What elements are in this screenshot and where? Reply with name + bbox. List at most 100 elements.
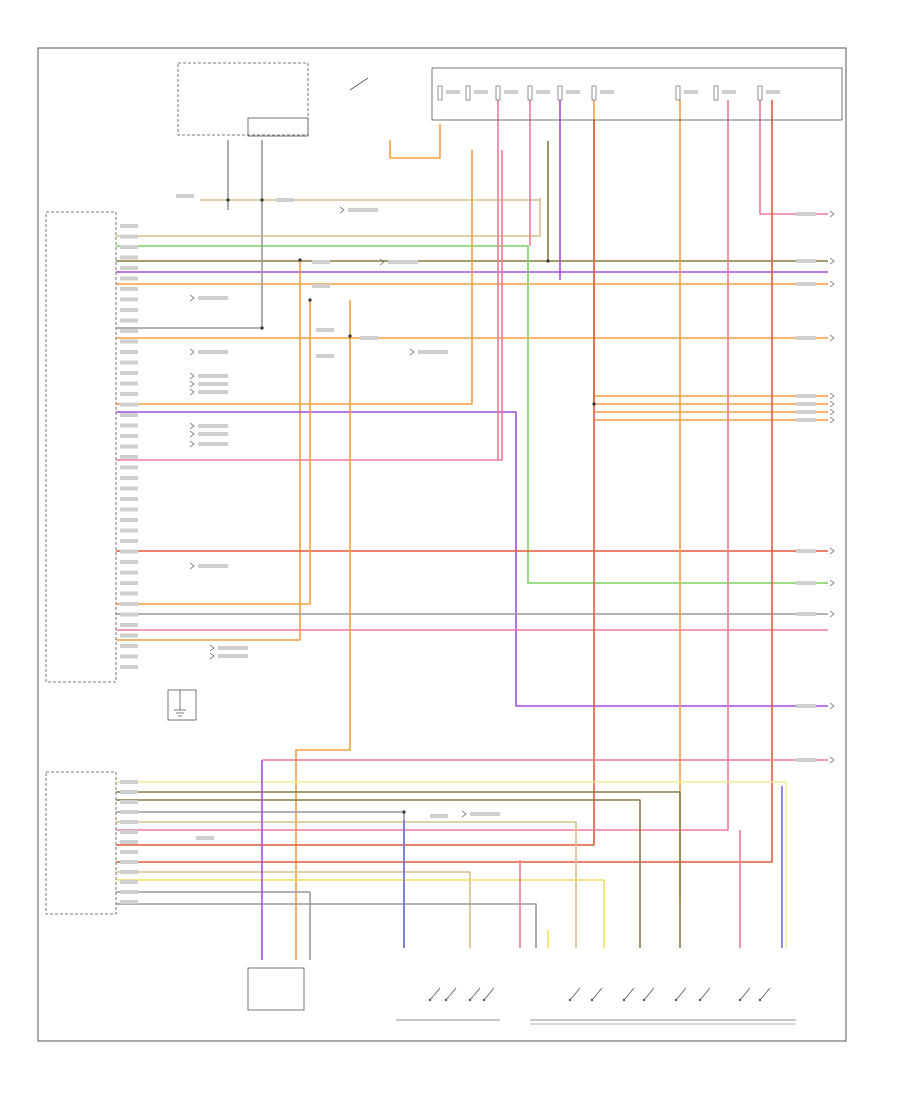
component-label-4 <box>198 296 228 300</box>
wire-red-b <box>116 120 595 846</box>
pin-tag <box>120 339 138 344</box>
fuse-1 <box>437 85 443 101</box>
switch-right-5-pin <box>674 998 678 1002</box>
pin-tag-lower <box>120 820 138 824</box>
component-tag-8 <box>430 814 448 818</box>
wire-pink-c <box>116 100 729 831</box>
wire-ly-a <box>116 781 787 948</box>
pin-tag <box>120 297 138 302</box>
pin-tag <box>120 287 138 291</box>
pin-tag <box>120 266 138 270</box>
connector-arrow <box>829 257 835 265</box>
pin-tag <box>120 255 138 260</box>
wire-tan-c <box>116 821 577 948</box>
fuse-5 <box>557 85 563 101</box>
pin-tag-lower <box>120 890 138 894</box>
connector-arrow <box>829 210 835 218</box>
pin-tag-lower <box>120 790 138 794</box>
pin-tag <box>120 444 138 449</box>
pin-tag-lower <box>120 800 138 804</box>
connector-arrow <box>829 400 835 408</box>
pin-tag <box>120 224 138 228</box>
component-arrow-9 <box>189 422 195 430</box>
switch-right-2-pin <box>590 998 594 1002</box>
component-label-12 <box>198 564 228 568</box>
wire-orange-h <box>593 100 828 405</box>
splice-dot <box>260 198 264 202</box>
component-tag-1 <box>176 194 194 198</box>
splice-dot <box>298 258 302 262</box>
diagram-border <box>37 47 847 1042</box>
component-tag-4 <box>312 284 330 288</box>
component-arrow-4 <box>189 294 195 302</box>
splice-dot <box>260 326 264 330</box>
fuse-2 <box>465 85 471 101</box>
frame-layer <box>37 47 847 1042</box>
switch-right-1-pin <box>568 998 572 1002</box>
wire-brown-c <box>116 799 641 948</box>
wire-pink-d <box>759 100 828 215</box>
component-arrow-5 <box>189 348 195 356</box>
switch-left-3-pin <box>468 998 472 1002</box>
wire-layer <box>116 100 828 960</box>
right-wire-tag <box>796 336 816 340</box>
pin-tag <box>120 518 138 522</box>
component-label-5 <box>198 350 228 354</box>
pin-tag <box>120 528 138 533</box>
right-wire-tag <box>796 410 816 414</box>
pin-tag <box>120 329 138 333</box>
right-wire-tag <box>796 758 816 762</box>
fuse-tag-8 <box>722 90 736 94</box>
wire-pink-a <box>116 150 503 461</box>
pin-tag <box>120 539 138 543</box>
module-top-left <box>177 62 309 136</box>
fuse-9 <box>757 85 763 101</box>
fuse-tag-5 <box>566 90 580 94</box>
component-arrow-1 <box>339 206 345 214</box>
component-tag-2 <box>276 198 294 202</box>
pin-tag <box>120 350 138 354</box>
right-wire-tag <box>796 259 816 263</box>
wire-green-a <box>116 245 828 584</box>
pin-tag <box>120 402 138 407</box>
connector-arrow <box>829 408 835 416</box>
pin-tag-lower <box>120 810 138 814</box>
right-wire-tag <box>796 418 816 422</box>
pin-tag <box>120 654 138 659</box>
connector-arrow <box>829 702 835 710</box>
switch-right-3 <box>623 987 635 1001</box>
fuse-tag-4 <box>536 90 550 94</box>
switch-right-7 <box>739 987 751 1001</box>
pin-tag-lower <box>120 780 138 784</box>
switch-left-2 <box>445 987 457 1001</box>
connector-arrow <box>829 756 835 764</box>
wire-orange-f <box>116 300 311 605</box>
pin-tag-lower <box>120 830 138 834</box>
splice-dot <box>592 402 596 406</box>
pin-tag <box>120 371 138 375</box>
wire-brown-top <box>116 141 549 262</box>
component-arrow-11 <box>189 440 195 448</box>
wire-tan-a <box>116 198 541 237</box>
switch-right-8 <box>759 987 771 1001</box>
component-label-10 <box>198 432 228 436</box>
wire-gray-e <box>116 903 537 948</box>
pin-tag <box>120 392 138 396</box>
pin-tag-lower <box>120 840 138 844</box>
switch-left-2-pin <box>444 998 448 1002</box>
component-arrow-8 <box>189 388 195 396</box>
pin-tag <box>120 602 138 606</box>
fuse-8 <box>713 85 719 101</box>
splice-dot <box>226 198 230 202</box>
component-label-14 <box>218 654 248 658</box>
splice-dot <box>402 810 406 814</box>
wire-orange-top-switch <box>389 124 441 159</box>
component-tag-5 <box>316 328 334 332</box>
splice-dot <box>308 298 312 302</box>
component-label-2 <box>388 260 418 264</box>
component-arrow-13 <box>209 644 215 652</box>
component-arrow-2 <box>379 258 385 266</box>
component-label-8 <box>198 390 228 394</box>
component-tag-9 <box>196 836 214 840</box>
